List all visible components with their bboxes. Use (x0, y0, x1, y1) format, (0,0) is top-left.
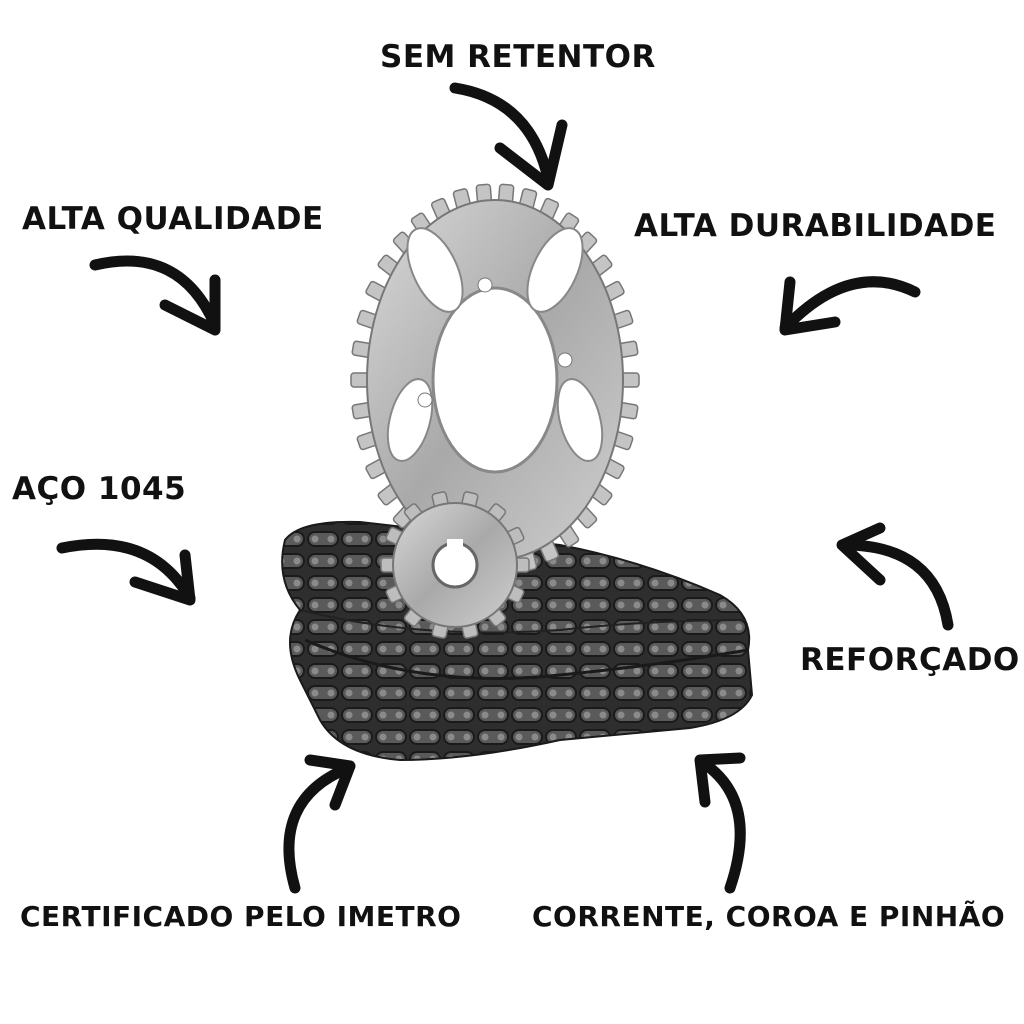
curved-arrow-icon (779, 276, 921, 336)
curved-arrow-icon (56, 538, 196, 606)
label-reforcado: REFORÇADO (800, 642, 1020, 678)
label-alta-qualidade: ALTA QUALIDADE (22, 201, 324, 237)
curved-arrow-icon (694, 752, 746, 894)
curved-arrow-icon (449, 82, 568, 191)
label-sem-retentor: SEM RETENTOR (380, 39, 656, 75)
label-certificado: CERTIFICADO PELO IMETRO (20, 900, 462, 933)
label-aco-1045: AÇO 1045 (12, 471, 187, 507)
sprocket-icon (380, 491, 530, 639)
label-alta-durabilidade: ALTA DURABILIDADE (634, 208, 997, 244)
curved-arrow-icon (89, 255, 221, 336)
label-kit-contents: CORRENTE, COROA E PINHÃO (532, 900, 1006, 933)
curved-arrow-icon (283, 754, 356, 894)
curved-arrow-icon (836, 522, 954, 631)
sprocket-icon (350, 183, 640, 577)
